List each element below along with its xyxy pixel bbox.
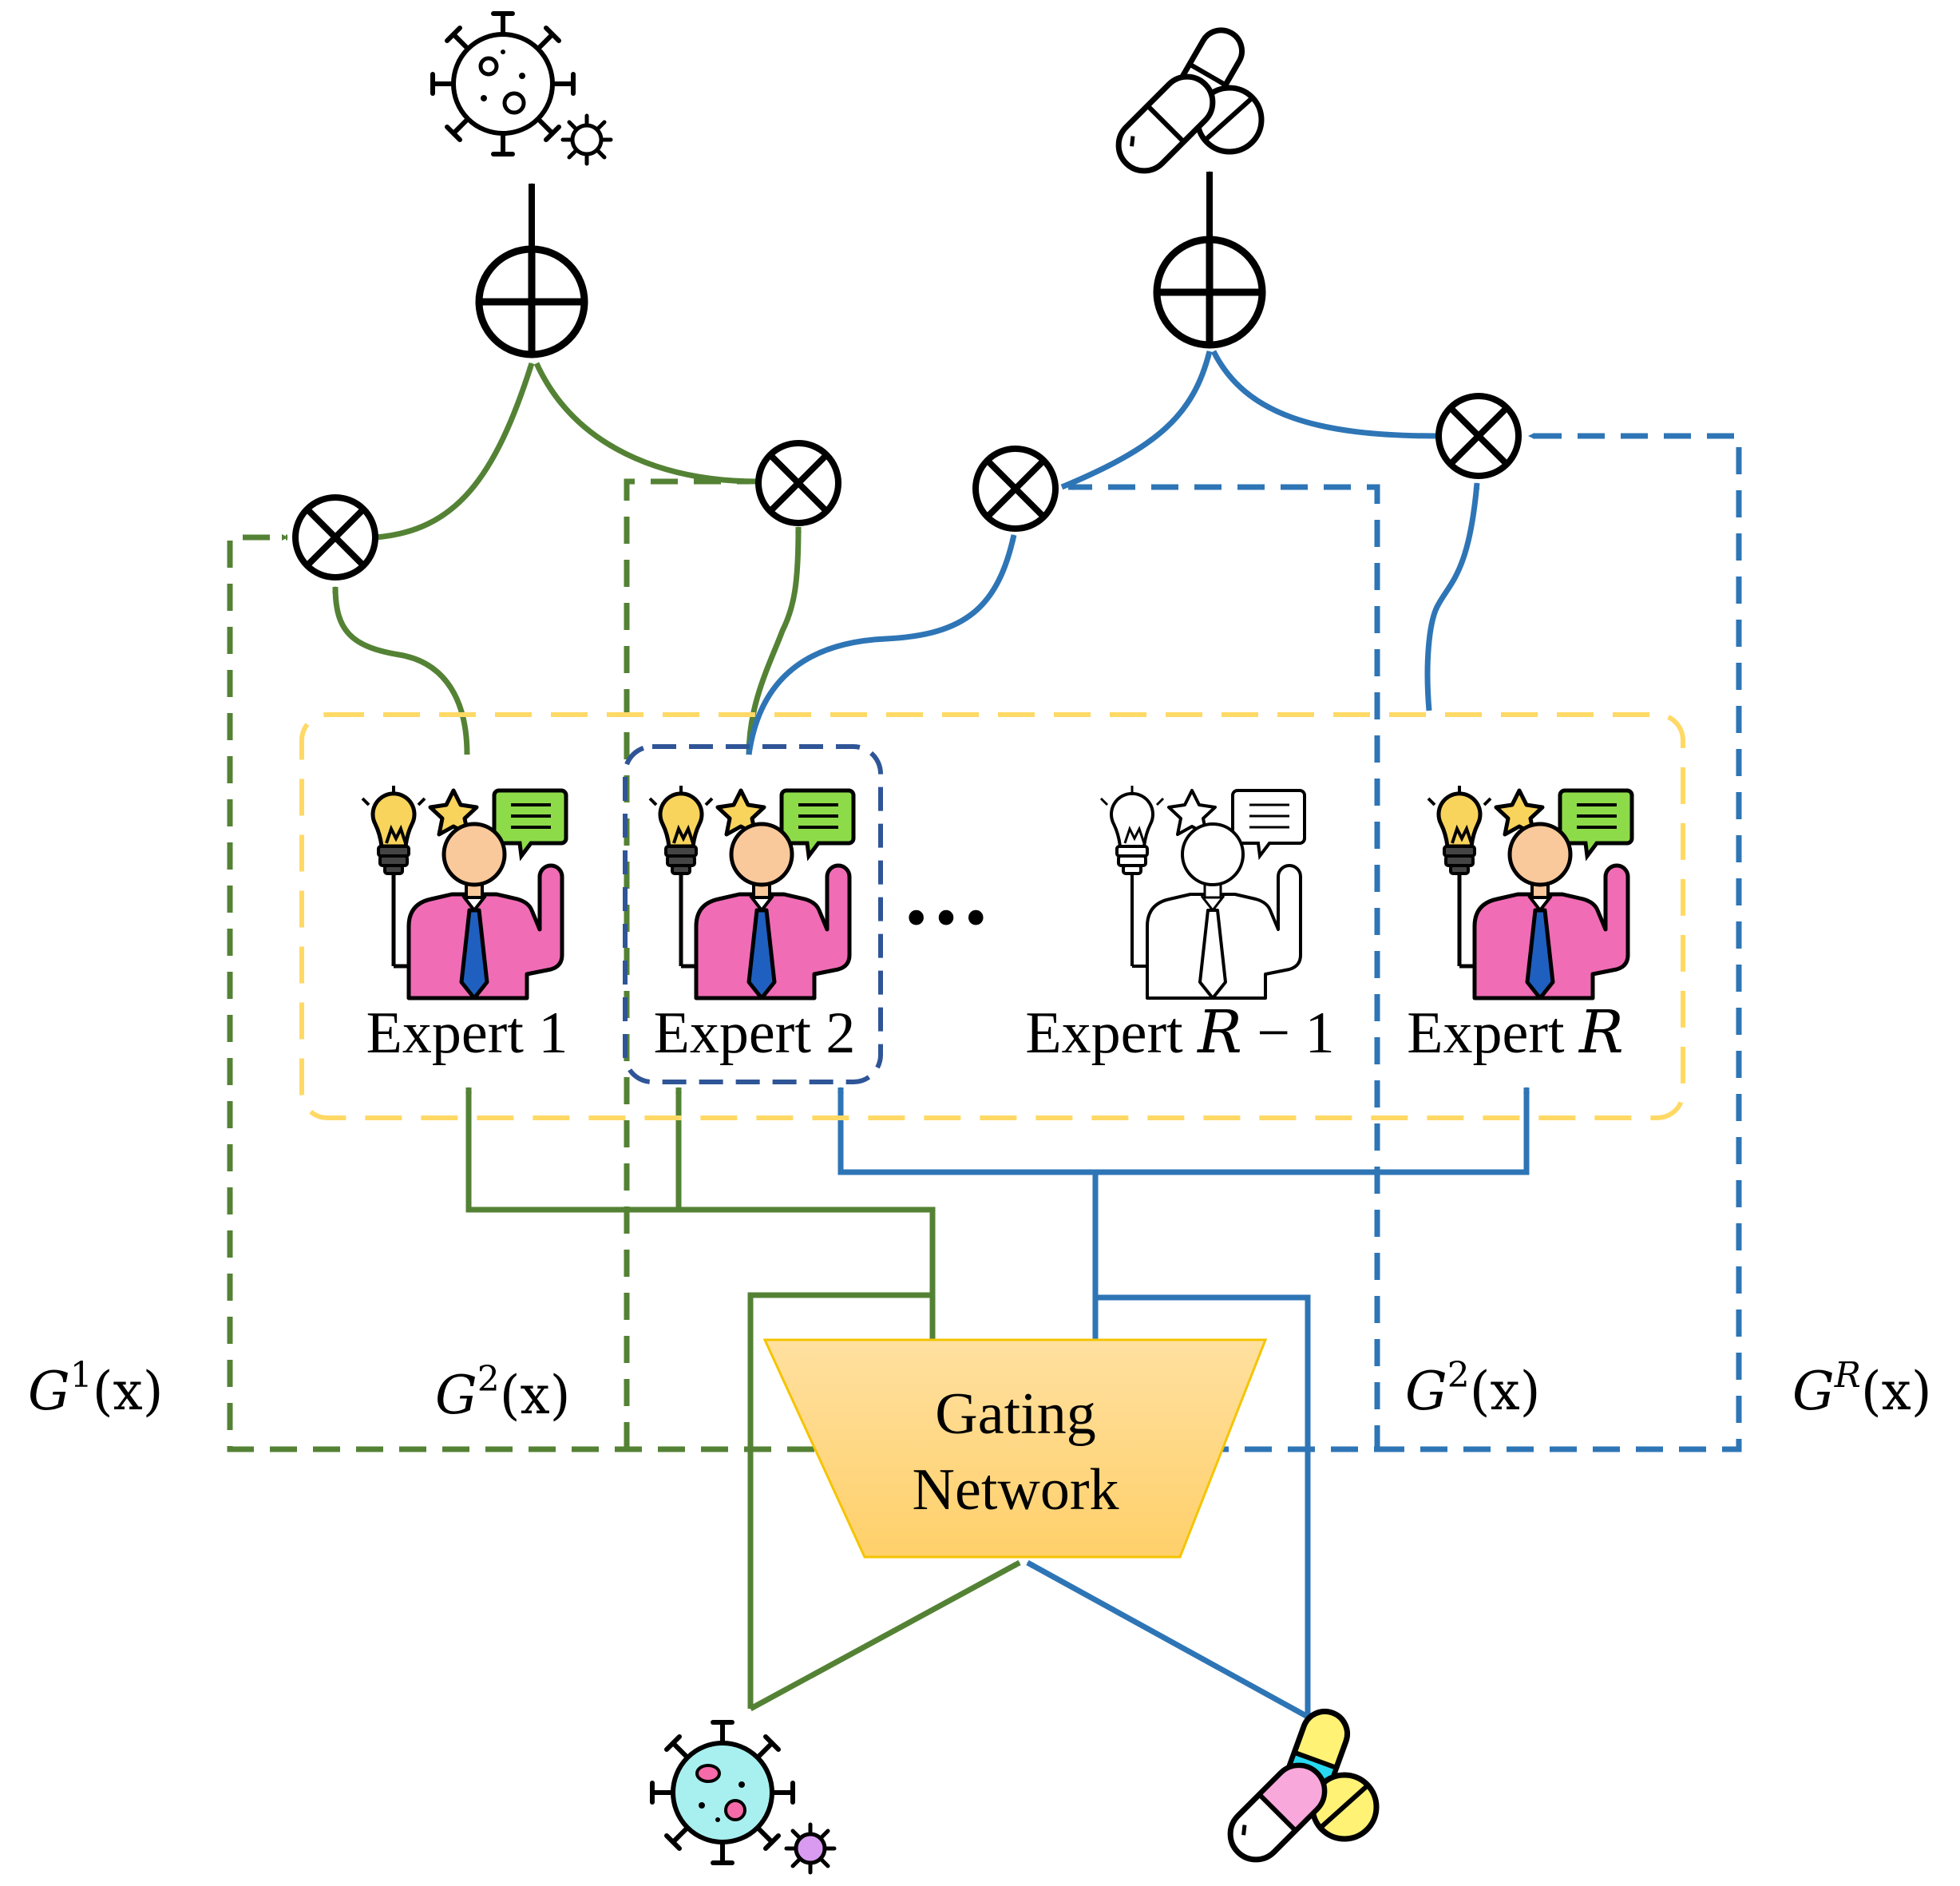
virus-icon: [652, 1722, 837, 1875]
pills-icon: [1227, 1708, 1380, 1863]
mult2-to-sum1: [533, 362, 759, 485]
gate-g1-dashed-path: [227, 534, 814, 1452]
pills-outline-icon: [1115, 27, 1265, 174]
gating-network-block: [762, 1338, 1268, 1559]
expert-presenter-icon: [362, 786, 566, 998]
mult1-to-sum1: [374, 362, 535, 541]
routing-blue-path-2: [1095, 1087, 1530, 1175]
expert2-to-mult2: [746, 526, 802, 755]
gate-label-g2-green: G2(x): [435, 1359, 570, 1426]
gate-label-gr: GR(x): [1792, 1355, 1932, 1422]
expert-presenter-icon: [1428, 786, 1632, 998]
experts-group-box: [299, 712, 1685, 1120]
circle-times-icon: [292, 494, 378, 580]
gate-g2-blue-dashed-path: [1067, 484, 1380, 1452]
circle-plus-icon: [475, 245, 588, 359]
mult4-to-sum2: [1210, 350, 1438, 439]
circle-plus-icon: [1153, 236, 1266, 349]
gate-gr-dashed-path: [1377, 433, 1742, 1452]
expert-presenter-outline-icon: [1099, 784, 1306, 1000]
expert1-to-mult1: [332, 586, 470, 755]
gate-label-g2-blue: G2(x): [1405, 1355, 1540, 1422]
circle-times-icon: [972, 446, 1059, 532]
gating-label-line2: Network: [913, 1457, 1119, 1523]
expert-presenter-icon: [650, 786, 853, 998]
expert2-highlight-box: [623, 744, 883, 1084]
expert-r-minus-1-label: Expert R − 1: [1025, 998, 1334, 1067]
input-virus-bypass: [747, 1292, 932, 1709]
expert-2-label: Expert 2: [654, 1000, 856, 1066]
input-drugs-arrow: [1026, 1559, 1309, 1720]
virus-outline-icon: [433, 14, 613, 166]
routing-green-path: [465, 1087, 936, 1345]
input-drugs-bypass: [1095, 1294, 1311, 1717]
gate-g2-dashed-path: [624, 478, 750, 1449]
expert-1-label: Expert 1: [366, 1000, 568, 1066]
gating-label-line1: Gating: [935, 1381, 1095, 1447]
circle-times-icon: [1435, 393, 1522, 479]
routing-blue-path: [837, 1087, 1099, 1345]
experts-ellipsis: •••: [905, 882, 995, 952]
expert-r-label: Expert R: [1407, 998, 1623, 1067]
expert2-to-mult3: [746, 534, 1017, 755]
circle-times-icon: [755, 440, 841, 526]
mult3-to-sum2: [1060, 351, 1213, 490]
input-virus-arrow: [749, 1559, 1021, 1712]
gate-label-g1: G1(x): [28, 1355, 163, 1422]
expertR-to-mult4: [1424, 482, 1480, 711]
